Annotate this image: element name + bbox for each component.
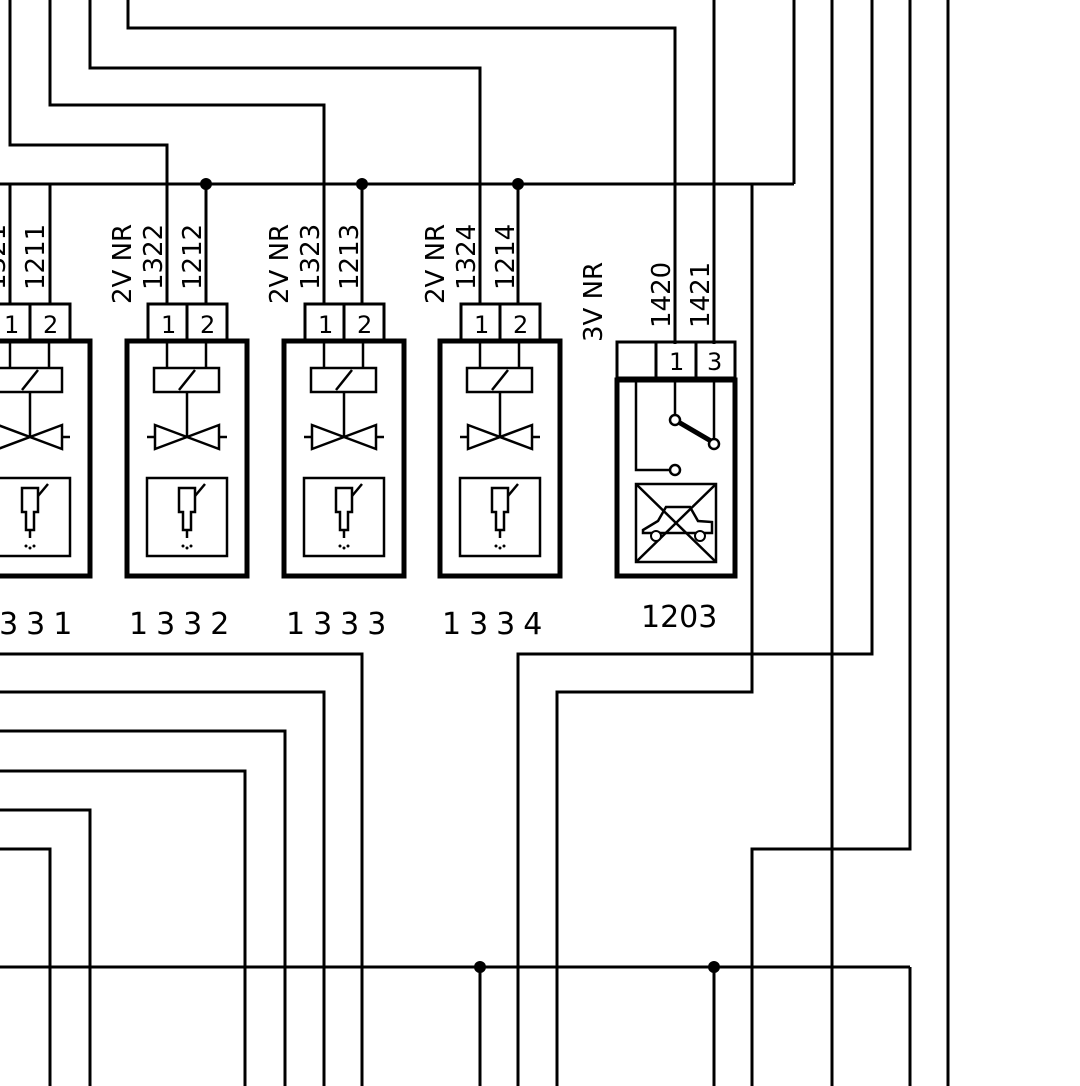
wire-label: 1321 [0,224,12,290]
pin-label: 2 [357,311,372,339]
valve-icon [153,423,221,451]
injector-box [0,476,72,558]
injector-nozzle-icon [334,486,354,532]
pin-label: 1 [318,311,333,339]
injector-body [124,338,250,579]
injector-note: 2V NR [108,224,138,304]
wire-label: 1213 [335,224,365,290]
valve-icon [310,423,378,451]
injector-box [145,476,229,558]
injector-nozzle-icon [20,486,40,532]
injector-box [302,476,386,558]
pin-label: 2 [200,311,215,339]
wire-label: 1322 [139,224,169,290]
injector-body [281,338,407,579]
pin-label: 2 [43,311,58,339]
lower-wiring [0,652,912,1086]
switch-wire-label-2: 1421 [686,262,716,328]
switch-component-1203: 1420 1421 3V NR 1 3 1203 [579,262,738,635]
switch-wire-label-1: 1420 [647,262,677,328]
injector-id: 1333 [286,607,394,642]
injector-box [458,476,542,558]
switch-pin-label-1: 1 [669,348,684,376]
switch-component-id: 1203 [641,600,717,635]
switch-note: 3V NR [579,262,609,342]
injector-body [0,338,93,579]
valve-icon [466,423,534,451]
wire-label: 1214 [491,224,521,290]
right-wiring [516,0,950,1086]
pin-label: 1 [474,311,489,339]
wire-label: 1323 [296,224,326,290]
pin-label: 2 [513,311,528,339]
wire-label: 1212 [178,224,208,290]
injector-id: 1334 [442,607,550,642]
wire-label: 1211 [21,224,51,290]
valve-icon [0,423,64,451]
switch-pin-label-2: 3 [707,348,722,376]
switch-contact [673,417,718,447]
injector-note: 2V NR [265,224,295,304]
car-icon [634,482,718,564]
wire-label: 1324 [452,224,482,290]
injector-group: 13211211121331132212122V NR1213321323121… [0,224,563,642]
upper-wiring [0,0,796,344]
injector-body [437,338,563,579]
injector-id: 1331 [0,607,80,642]
injector-id: 1332 [129,607,237,642]
injector-nozzle-icon [177,486,197,532]
injector-nozzle-icon [490,486,510,532]
pin-label: 1 [161,311,176,339]
pin-label: 1 [4,311,19,339]
injector-note: 2V NR [421,224,451,304]
